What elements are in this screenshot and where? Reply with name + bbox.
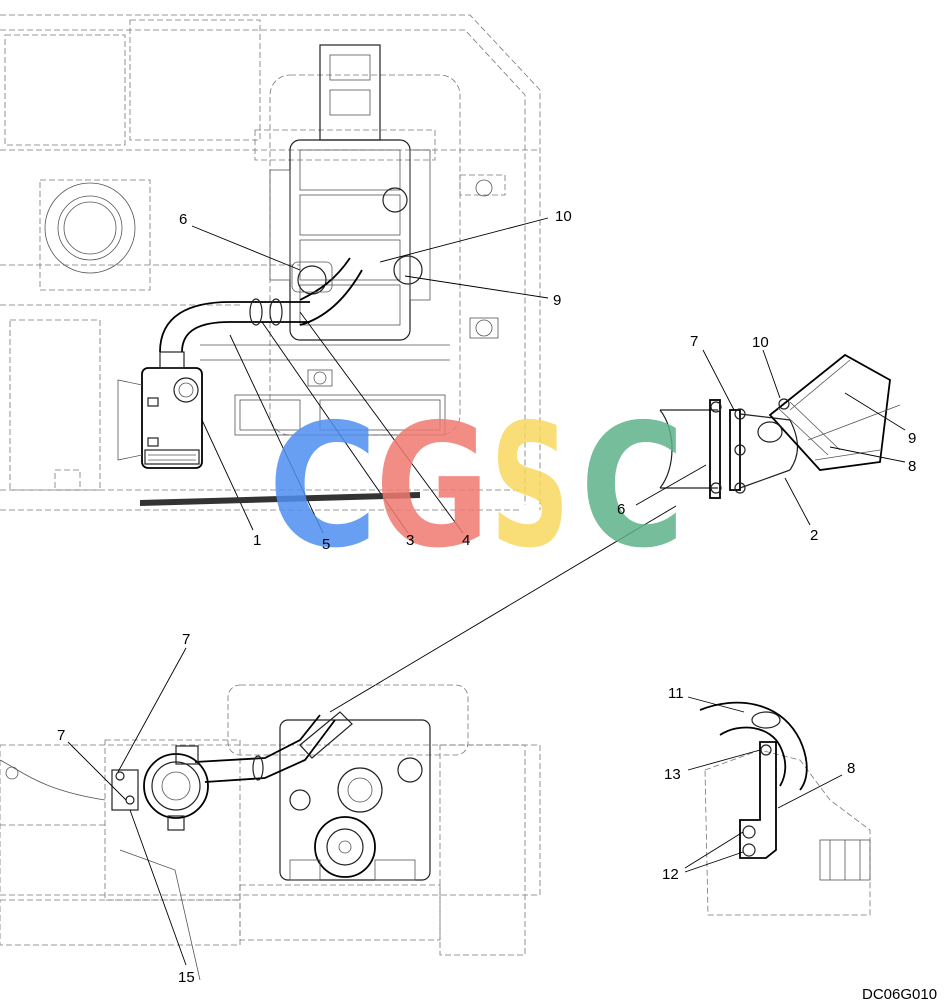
bottom-view-frame: [0, 684, 541, 981]
callout-12: 12: [662, 866, 679, 883]
callout-9: 9: [908, 430, 916, 447]
watermark-letter-c1: C: [268, 388, 378, 586]
top-view-engine: [269, 44, 431, 387]
top-view-chassis: [0, 14, 541, 511]
detail-bracket: [699, 701, 871, 916]
callout-3: 3: [406, 532, 414, 549]
detail-pipe-joint: [659, 353, 901, 499]
callouts-top: 6 10 9 1 5 3 4: [179, 208, 572, 553]
callouts-detail-bracket: 11 13 8 12: [662, 685, 855, 883]
callout-11: 11: [668, 685, 684, 702]
callout-8: 8: [908, 458, 916, 475]
callout-7: 7: [182, 631, 190, 648]
bottom-view-intake-pipe: [194, 711, 353, 783]
callout-1: 1: [253, 532, 261, 549]
bottom-view-leaders: [67, 647, 187, 966]
bottom-view-air-cleaner: [111, 745, 209, 831]
callout-10: 10: [752, 334, 769, 351]
callout-13: 13: [664, 766, 681, 783]
callouts-detail-right: 7 10 9 8 6 2: [617, 333, 916, 544]
top-view-hatch: [140, 492, 420, 506]
callout-6: 6: [617, 501, 625, 518]
callout-2: 2: [810, 527, 818, 544]
callout-7: 7: [57, 727, 65, 744]
bottom-view-engine: [279, 719, 431, 881]
detail-pipe-joint-leaders: [329, 349, 906, 713]
drawing-code: DC06G010: [862, 986, 937, 1000]
callout-6: 6: [179, 211, 187, 228]
watermark-letter-c2: C: [580, 388, 685, 586]
detail-bracket-leaders: [684, 696, 843, 873]
air-cleaner-top: [117, 351, 203, 469]
callout-4: 4: [462, 532, 470, 549]
callout-8: 8: [847, 760, 855, 777]
callout-15: 15: [178, 969, 195, 986]
callout-9: 9: [553, 292, 561, 309]
watermark-letter-s: S: [490, 388, 570, 586]
callout-7: 7: [690, 333, 698, 350]
watermark-letter-g: G: [375, 388, 490, 586]
callouts-bottom: 7 7 15: [57, 631, 195, 986]
callout-10: 10: [555, 208, 572, 225]
watermark-logo: C G S C: [268, 388, 685, 586]
callout-5: 5: [322, 536, 330, 553]
